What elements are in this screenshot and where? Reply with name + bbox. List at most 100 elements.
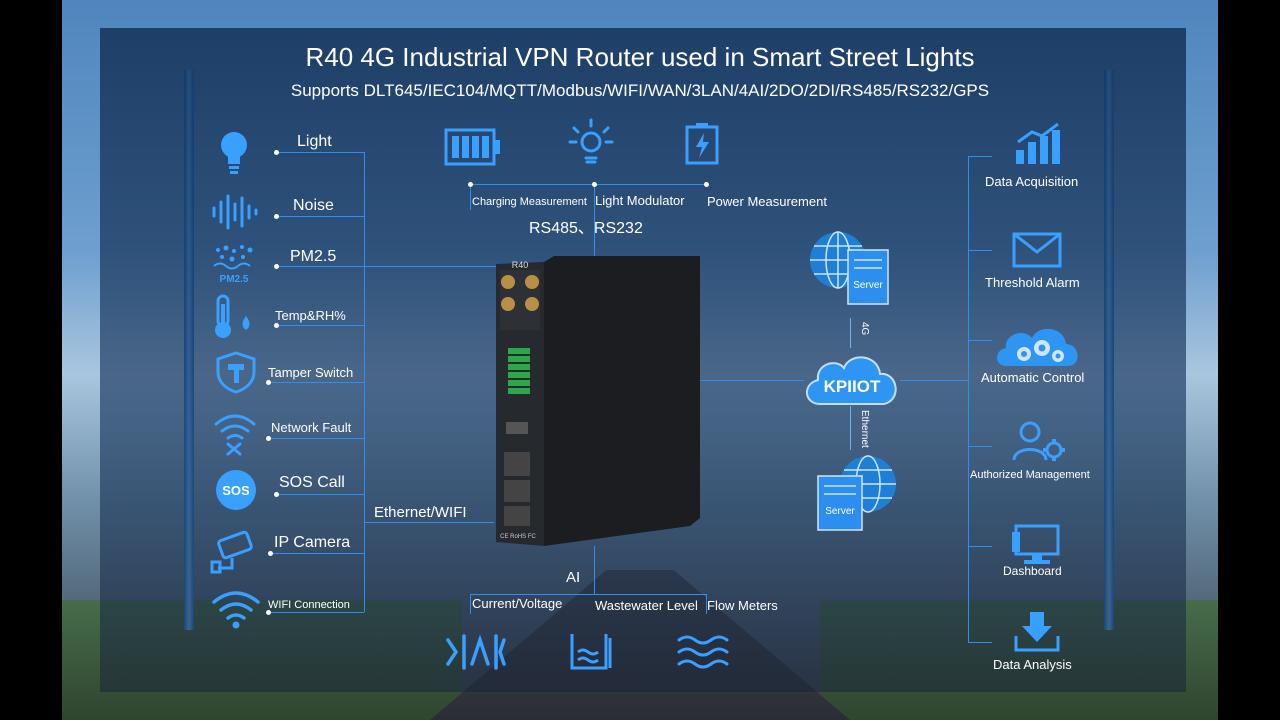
connector — [968, 446, 992, 447]
server-bottom-label: Server — [825, 506, 855, 517]
light-bulb-icon — [221, 132, 247, 174]
bottom-bus-line — [470, 594, 706, 595]
data-acquisition-icon — [1016, 122, 1060, 164]
r40-router-device: R40 CE RoHS FC — [496, 256, 700, 546]
ip-camera-icon — [210, 530, 253, 574]
dot — [268, 551, 273, 556]
sos-icon-text: SOS — [222, 483, 250, 498]
server-top-label: Server — [853, 280, 883, 291]
connector — [706, 594, 707, 614]
connector — [364, 522, 494, 523]
dot — [274, 150, 279, 155]
kpiiot-cloud-label: KPIIOT — [824, 377, 881, 396]
label-ethernet-wifi: Ethernet/WIFI — [374, 504, 467, 521]
dot — [266, 436, 271, 441]
page-title: R40 4G Industrial VPN Router used in Sma… — [305, 42, 975, 72]
connector — [968, 546, 992, 547]
label-4g: 4G — [859, 322, 870, 336]
label-flow-meters: Flow Meters — [707, 598, 778, 613]
dot — [274, 323, 279, 328]
connector — [268, 382, 364, 383]
network-fault-icon — [214, 414, 256, 456]
kpiiot-cloud-icon: KPIIOT — [806, 356, 897, 405]
temperature-humidity-icon — [215, 294, 250, 338]
dashboard-monitor-icon — [1012, 524, 1060, 564]
label-power-measurement: Power Measurement — [707, 194, 827, 209]
connector — [276, 494, 364, 495]
bottom-drop-line — [594, 546, 595, 594]
current-voltage-icon — [446, 634, 506, 670]
dot — [274, 264, 279, 269]
label-dashboard: Dashboard — [1003, 564, 1062, 578]
dot — [704, 182, 709, 187]
top-drop-line — [594, 184, 595, 256]
tamper-shield-icon — [216, 351, 256, 394]
router-cloud-line — [700, 380, 804, 381]
connector — [968, 340, 992, 341]
label-ip-camera: IP Camera — [274, 534, 351, 551]
connector — [276, 266, 496, 267]
router-model-text: R40 — [512, 260, 529, 270]
left-bus-line — [364, 152, 365, 612]
battery-icon — [444, 128, 500, 166]
wastewater-level-icon — [570, 634, 612, 670]
router-cert-marks: CE RoHS FC — [500, 534, 536, 540]
connector — [470, 594, 471, 614]
dot — [266, 610, 271, 615]
wifi-connection-icon — [212, 591, 260, 629]
label-authorized-management: Authorized Management — [970, 469, 1090, 481]
dot — [266, 380, 271, 385]
light-modulator-sun-icon — [568, 118, 614, 164]
label-pm25: PM2.5 — [290, 248, 337, 265]
connector — [968, 250, 992, 251]
connector — [470, 184, 471, 210]
connector — [276, 216, 364, 217]
link-4g-line — [850, 318, 851, 348]
label-tamper-switch: Tamper Switch — [268, 365, 354, 380]
connector — [968, 156, 992, 157]
label-light-modulator: Light Modulator — [595, 193, 685, 208]
label-wastewater-level: Wastewater Level — [595, 598, 698, 613]
pm25-dust-icon: PM2.5 — [213, 245, 253, 285]
label-ethernet: Ethernet — [859, 410, 870, 448]
dot — [274, 214, 279, 219]
label-threshold-alarm: Threshold Alarm — [985, 275, 1080, 290]
label-data-analysis: Data Analysis — [993, 657, 1072, 672]
label-charging-measurement: Charging Measurement — [472, 196, 587, 208]
cloud-right-line — [900, 380, 968, 381]
connector — [268, 612, 364, 613]
server-top-icon: Server — [810, 231, 889, 305]
server-bottom-icon: Server — [817, 455, 896, 531]
label-sos-call: SOS Call — [279, 474, 345, 491]
automatic-control-gears-icon — [997, 328, 1078, 366]
label-noise: Noise — [293, 197, 334, 214]
label-rs485-rs232: RS485、RS232 — [529, 220, 643, 237]
dot — [592, 182, 597, 187]
link-ethernet-line — [850, 406, 851, 450]
power-measurement-icon — [685, 123, 719, 165]
threshold-alarm-mail-icon — [1012, 232, 1062, 268]
right-bus-line — [968, 156, 969, 642]
noise-wave-icon — [212, 194, 258, 230]
label-automatic-control: Automatic Control — [981, 370, 1085, 385]
label-ai: AI — [566, 569, 581, 586]
connector — [276, 325, 364, 326]
sos-icon: SOS — [216, 470, 256, 510]
connector — [270, 553, 364, 554]
label-wifi-connection: WIFI Connection — [268, 599, 350, 611]
label-current-voltage: Current/Voltage — [472, 596, 563, 611]
dot — [468, 182, 473, 187]
page-subtitle: Supports DLT645/IEC104/MQTT/Modbus/WIFI/… — [290, 81, 990, 100]
label-light: Light — [297, 133, 332, 150]
pm25-icon-text: PM2.5 — [220, 274, 249, 285]
authorized-management-icon — [1012, 421, 1065, 461]
label-temp-rh: Temp&RH% — [275, 308, 346, 323]
dot — [274, 492, 279, 497]
label-data-acquisition: Data Acquisition — [985, 174, 1079, 189]
flow-meter-wave-icon — [677, 635, 729, 669]
top-bus-line — [470, 184, 706, 185]
data-analysis-download-icon — [1014, 612, 1060, 652]
connector — [968, 642, 992, 643]
label-network-fault: Network Fault — [271, 420, 352, 435]
